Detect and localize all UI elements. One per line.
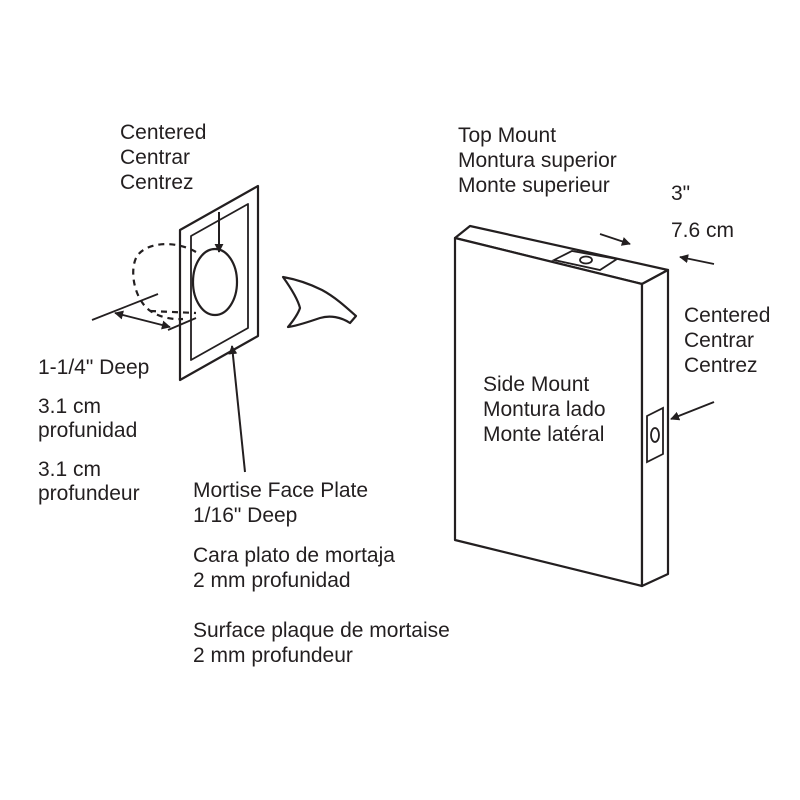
label-es: Centrar	[120, 146, 191, 169]
side-centered-arrow	[670, 401, 715, 421]
top-mount-plate	[551, 250, 620, 271]
side-mount-label: Side Mount Montura lado Monte latéral	[483, 373, 606, 446]
depth-label-fr: 3.1 cm profundeur	[38, 458, 140, 505]
face-plate-label-en: Mortise Face Plate 1/16" Deep	[193, 479, 369, 527]
chisel-hand-icon	[281, 275, 358, 329]
offset-arrow-left	[599, 233, 631, 246]
mortise-centered-label: Centered Centrar Centrez	[120, 120, 206, 195]
face-plate-outer	[178, 184, 260, 382]
depth-label-es: 3.1 cm profunidad	[38, 395, 138, 442]
face-plate-leader-arrow	[228, 345, 246, 473]
offset-label-metric: 7.6 cm	[671, 219, 735, 242]
face-plate-inner	[190, 203, 249, 361]
bore-hole	[191, 247, 239, 317]
depth-extension-line-2	[167, 317, 197, 331]
offset-arrow-right	[679, 254, 715, 265]
bore-depth-dashed	[132, 243, 197, 321]
face-plate-label-es: Cara plato de mortaja 2 mm profunidad	[193, 544, 395, 592]
depth-extension-line	[91, 293, 159, 321]
offset-dimension	[599, 233, 715, 265]
mortise-face-plate	[178, 184, 260, 382]
depth-dimension	[91, 293, 197, 331]
depth-arrow	[114, 310, 171, 330]
mortise-bore	[132, 243, 239, 321]
offset-label: 3"	[671, 182, 691, 205]
depth-label-imperial: 1-1/4" Deep	[38, 356, 150, 379]
side-mount-plate	[646, 406, 664, 464]
label-en: Centered	[120, 121, 207, 144]
face-plate-label-fr: Surface plaque de mortaise 2 mm profunde…	[193, 619, 450, 667]
top-mount-label: Top Mount Montura superior Monte superie…	[458, 124, 617, 197]
label-fr: Centrez	[120, 171, 194, 194]
side-centered-label: Centered Centrar Centrez	[684, 304, 771, 377]
